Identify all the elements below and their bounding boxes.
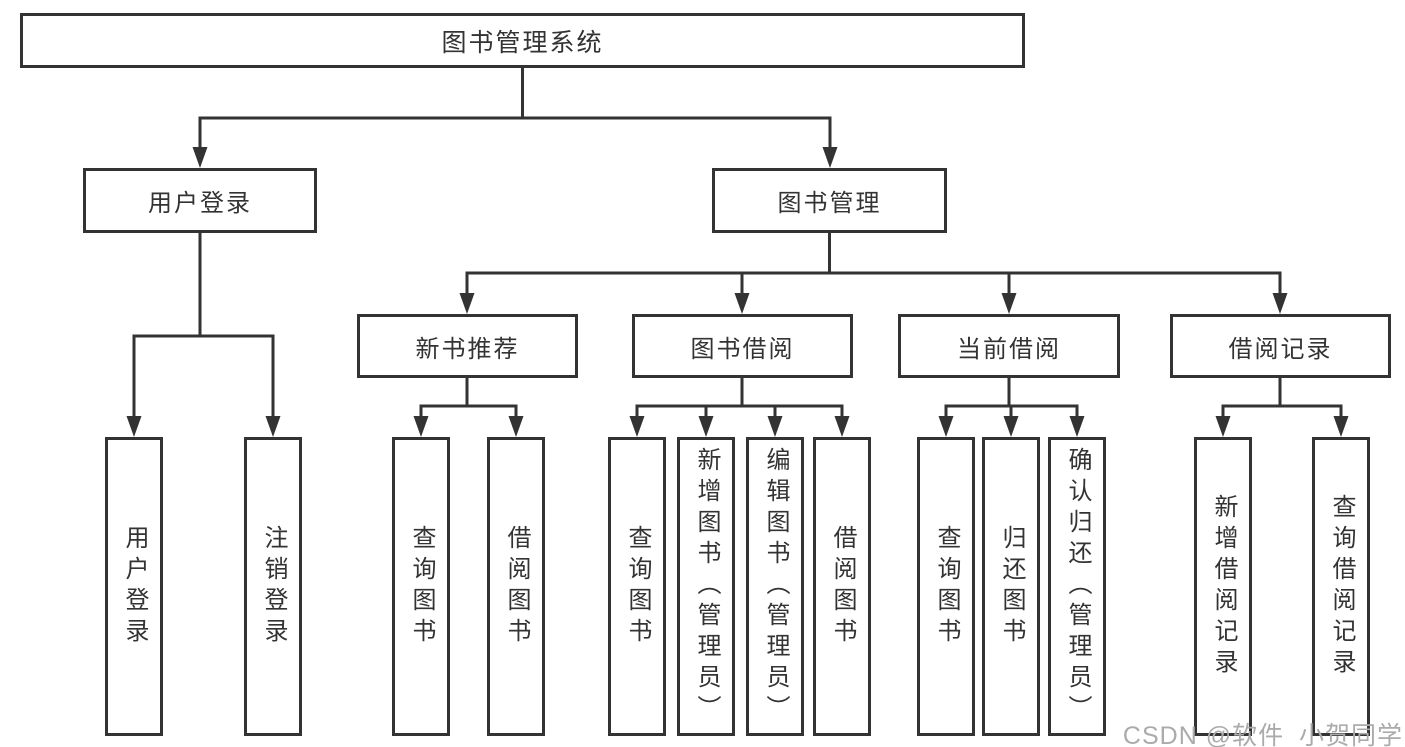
leaf-cb-confirm-return-admin: 确认归还（管理员）	[1048, 437, 1106, 736]
leaf-cb-return-books: 归还图书	[982, 437, 1040, 736]
node-label: 借阅图书	[829, 524, 856, 649]
node-label: 注销登录	[260, 524, 287, 649]
node-label: 编辑图书（管理员）	[762, 447, 789, 726]
node-label: 查询借阅记录	[1328, 493, 1355, 680]
node-label: 确认归还（管理员）	[1064, 447, 1091, 726]
leaf-nbr-query-books: 查询图书	[392, 437, 450, 736]
node-library-management-system: 图书管理系统	[20, 13, 1025, 68]
leaf-logout: 注销登录	[244, 437, 302, 736]
leaf-bb-query-books: 查询图书	[608, 437, 666, 736]
leaf-br-add-record: 新增借阅记录	[1194, 437, 1252, 736]
node-label: 新增图书（管理员）	[693, 447, 720, 726]
node-current-borrow: 当前借阅	[898, 314, 1120, 378]
node-label: 借阅图书	[503, 524, 530, 649]
node-book-management: 图书管理	[712, 168, 947, 233]
node-book-borrow: 图书借阅	[632, 314, 853, 378]
leaf-cb-query-books: 查询图书	[917, 437, 975, 736]
leaf-br-query-record: 查询借阅记录	[1312, 437, 1370, 736]
watermark: CSDN @软件_小贺同学	[1122, 722, 1403, 747]
node-label: 查询图书	[933, 524, 960, 649]
node-label: 用户登录	[121, 524, 148, 649]
node-label: 查询图书	[408, 524, 435, 649]
node-borrow-records: 借阅记录	[1170, 314, 1391, 378]
node-label: 归还图书	[998, 524, 1025, 649]
leaf-bb-add-books-admin: 新增图书（管理员）	[677, 437, 735, 736]
leaf-bb-borrow-books: 借阅图书	[813, 437, 871, 736]
leaf-bb-edit-books-admin: 编辑图书（管理员）	[746, 437, 804, 736]
node-label: 新增借阅记录	[1210, 493, 1237, 680]
leaf-nbr-borrow-books: 借阅图书	[487, 437, 545, 736]
node-new-book-recommend: 新书推荐	[357, 314, 578, 378]
node-label: 查询图书	[624, 524, 651, 649]
node-user-login: 用户登录	[83, 168, 317, 233]
leaf-user-login: 用户登录	[105, 437, 163, 736]
